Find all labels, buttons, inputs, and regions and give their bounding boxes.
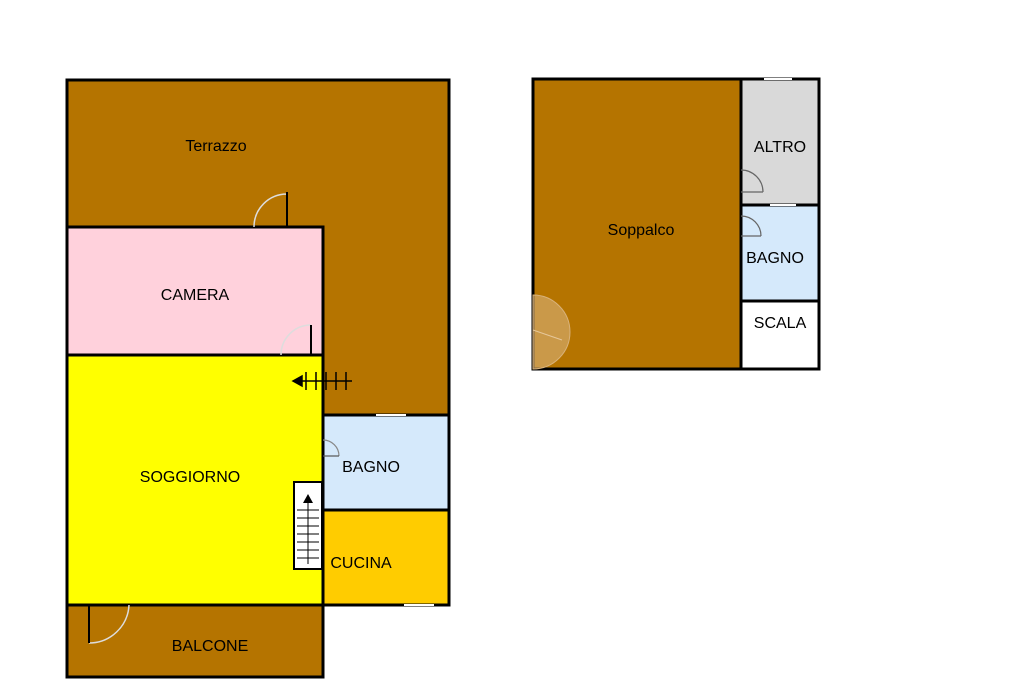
room-soggiorno xyxy=(65,353,325,607)
label-terrazzo: Terrazzo xyxy=(185,138,246,155)
door-swing xyxy=(322,439,340,457)
room-camera xyxy=(65,225,325,357)
door-swing xyxy=(740,215,762,237)
stair-vertical xyxy=(293,481,323,570)
label-altro: ALTRO xyxy=(754,139,806,156)
room-balcone xyxy=(65,603,325,679)
lower-floor: Terrazzo CAMERA SOGGIORNO BAGNO CUCINA B… xyxy=(65,78,451,679)
stair-opening xyxy=(532,294,571,370)
upper-floor: Soppalco ALTRO BAGNO SCALA xyxy=(531,77,821,371)
label-bagno: BAGNO xyxy=(342,459,400,476)
door-swing xyxy=(280,324,312,356)
label-cucina: CUCINA xyxy=(330,555,392,572)
label-scala: SCALA xyxy=(754,315,807,332)
label-balcone: BALCONE xyxy=(172,638,248,655)
stair-opening-line xyxy=(532,329,563,341)
label-soppalco: Soppalco xyxy=(608,222,675,239)
room-scala xyxy=(739,299,821,371)
label-bagno-upper: BAGNO xyxy=(746,250,804,267)
door-swing xyxy=(740,169,764,193)
room-altro xyxy=(739,77,821,207)
label-camera: CAMERA xyxy=(161,287,230,304)
door-swing xyxy=(88,604,130,644)
room-bagno xyxy=(321,413,451,512)
stair-arrow-horizontal xyxy=(291,372,352,390)
label-soggiorno: SOGGIORNO xyxy=(140,469,240,486)
room-cucina xyxy=(321,508,451,607)
